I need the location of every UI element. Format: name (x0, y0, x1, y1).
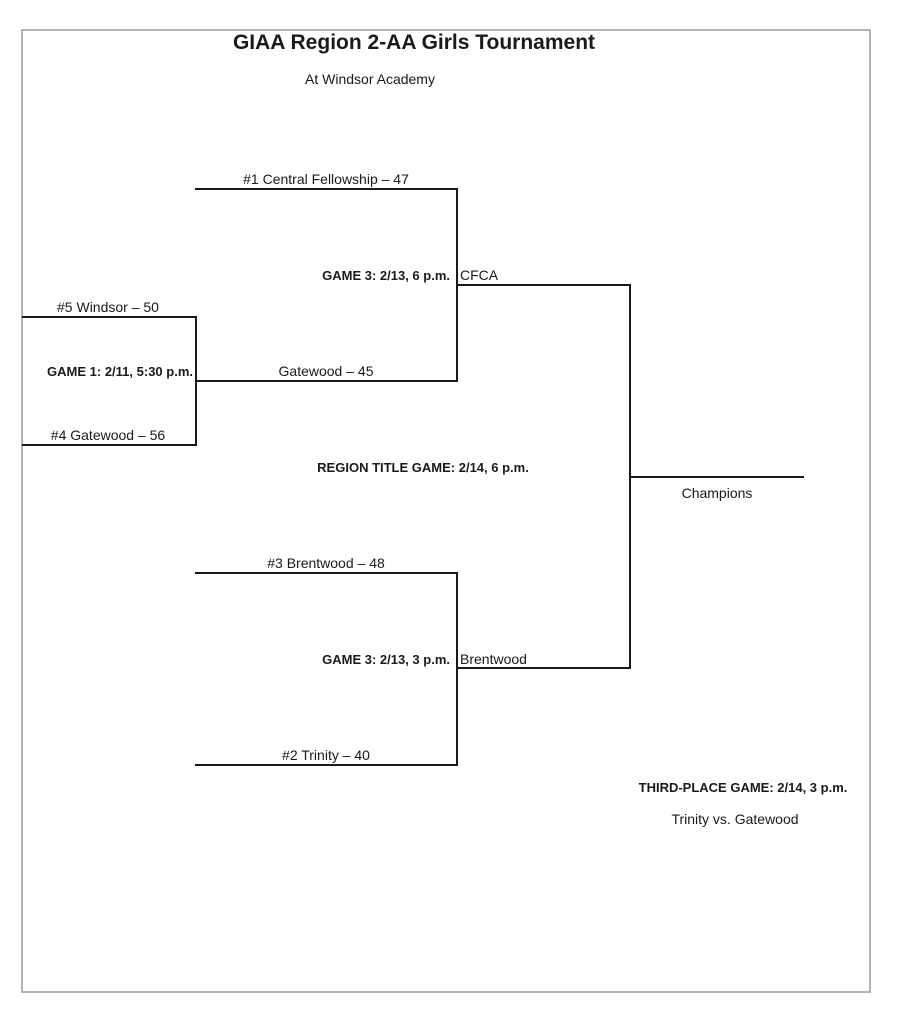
bracket-line-brentwood-seed3 (195, 572, 458, 574)
game-3-bottom-label: GAME 3: 2/13, 3 p.m. (322, 652, 450, 667)
bracket-line-central-fellowship (195, 188, 458, 190)
region-title-game-label: REGION TITLE GAME: 2/14, 6 p.m. (317, 460, 529, 475)
page-title: GIAA Region 2-AA Girls Tournament (232, 31, 596, 54)
team-brentwood-seed3: #3 Brentwood – 48 (267, 555, 385, 571)
third-place-game-label: THIRD-PLACE GAME: 2/14, 3 p.m. (638, 780, 848, 795)
team-gatewood: Gatewood – 45 (278, 363, 374, 379)
bracket-line-champion (629, 476, 804, 478)
winner-cfca: CFCA (460, 267, 499, 283)
third-place-matchup: Trinity vs. Gatewood (671, 811, 799, 827)
bracket-line-trinity (195, 764, 458, 766)
champions-label: Champions (681, 485, 753, 501)
bracket-line-gatewood-seed4 (22, 444, 197, 446)
team-windsor: #5 Windsor – 50 (57, 299, 159, 315)
bracket-line-windsor (22, 316, 197, 318)
team-trinity: #2 Trinity – 40 (282, 747, 370, 763)
winner-brentwood: Brentwood (460, 651, 527, 667)
bracket-line-gatewood (195, 380, 458, 382)
game-1-label: GAME 1: 2/11, 5:30 p.m. (47, 364, 193, 379)
bracket-connector-semi-bottom (456, 572, 458, 766)
page-border (21, 29, 871, 993)
bracket-line-brentwood (456, 667, 631, 669)
team-central-fellowship: #1 Central Fellowship – 47 (243, 171, 409, 187)
page-subtitle: At Windsor Academy (305, 71, 435, 87)
game-3-top-label: GAME 3: 2/13, 6 p.m. (322, 268, 450, 283)
bracket-line-cfca (456, 284, 631, 286)
team-gatewood-seed4: #4 Gatewood – 56 (50, 427, 166, 443)
